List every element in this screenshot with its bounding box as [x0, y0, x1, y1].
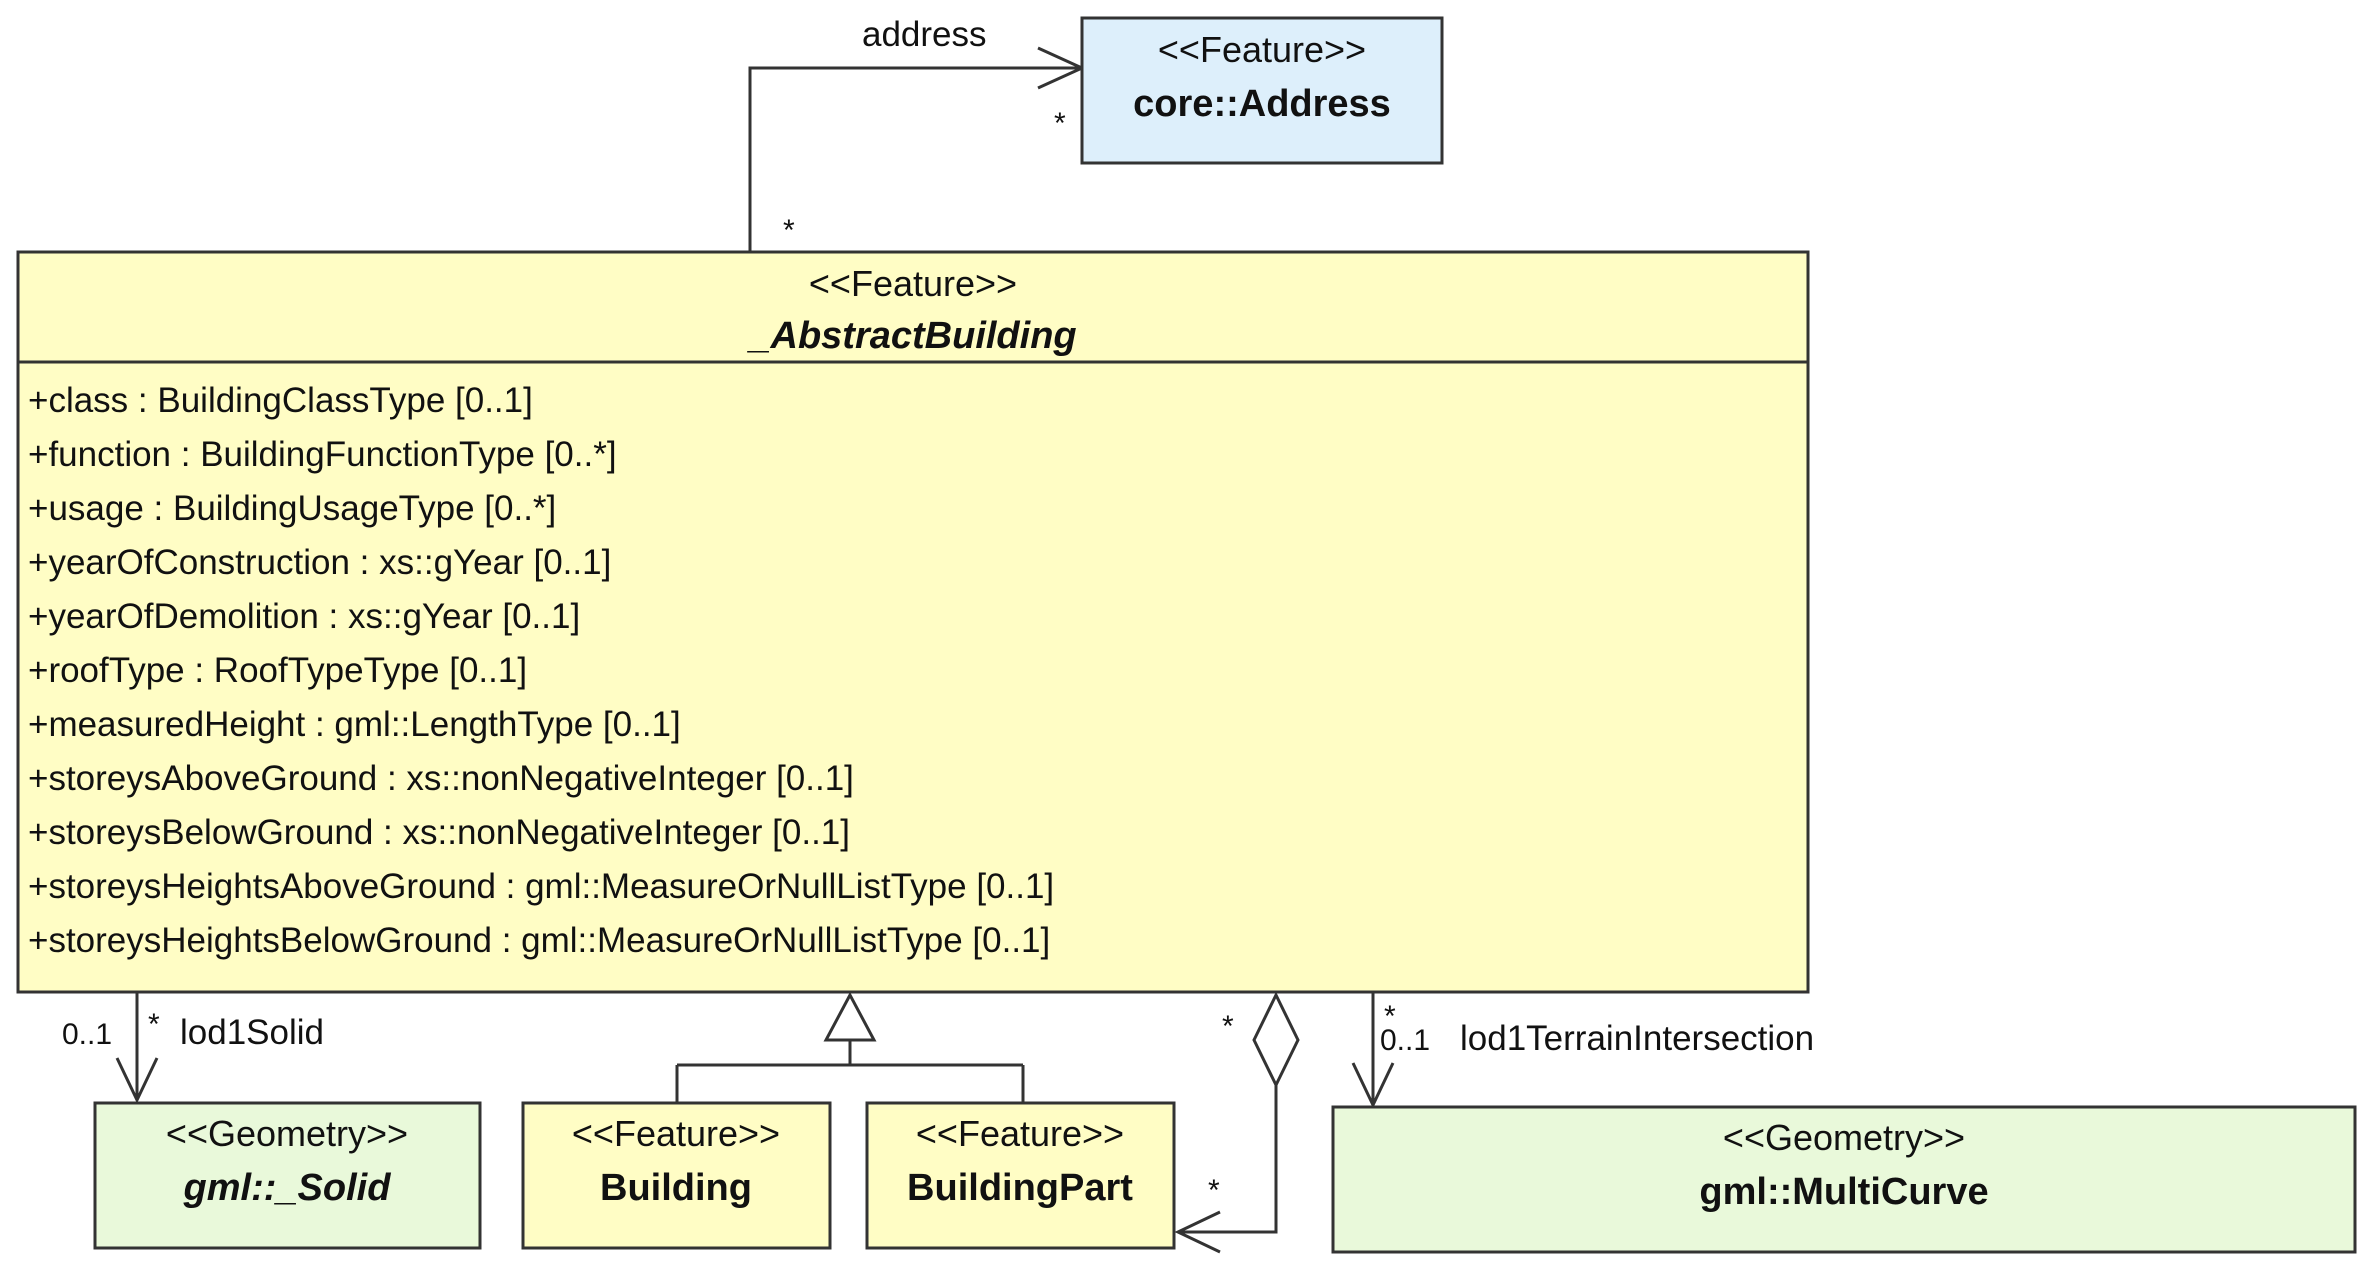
class-building-box: [521, 1101, 832, 1250]
association-consists-of-parts: * *: [1174, 991, 1300, 1254]
association-lod1-solid-source-multiplicity: *: [148, 1008, 160, 1041]
association-lod1-solid-target-multiplicity: 0..1: [62, 1018, 112, 1051]
association-consists-of-parts-line: [1178, 1085, 1278, 1234]
class-building[interactable]: <<Feature>> Building: [521, 1101, 832, 1250]
class-abstract-building-name: _AbstractBuilding: [746, 315, 1076, 357]
class-building-stereotype: <<Feature>>: [572, 1113, 780, 1154]
class-core-address-stereotype: <<Feature>>: [1158, 29, 1366, 70]
attribute-measured-height: +measuredHeight : gml::LengthType [0..1]: [28, 705, 681, 744]
class-abstract-building-stereotype: <<Feature>>: [809, 263, 1017, 304]
class-gml-solid-box: [93, 1101, 482, 1250]
association-consists-of-parts-arrowhead: [1174, 1210, 1221, 1254]
association-lod1-solid: 0..1 * lod1Solid: [62, 992, 324, 1104]
association-lod1-terrain-target-multiplicity: 0..1: [1380, 1024, 1430, 1057]
generalization-triangle-icon: [823, 991, 877, 1042]
association-address-role: address: [862, 15, 987, 54]
association-lod1-terrain-arrowhead: [1351, 1062, 1395, 1109]
class-gml-solid[interactable]: <<Geometry>> gml::_Solid: [93, 1101, 482, 1250]
association-consists-of-parts-source-multiplicity: *: [1222, 1010, 1234, 1043]
class-gml-solid-name: gml::_Solid: [183, 1167, 392, 1209]
attribute-function: +function : BuildingFunctionType [0..*]: [28, 435, 617, 474]
association-lod1-terrain-source-multiplicity: *: [1384, 1000, 1396, 1033]
class-building-part[interactable]: <<Feature>> BuildingPart: [865, 1101, 1176, 1250]
association-address: address * *: [748, 15, 1086, 252]
association-lod1-solid-role: lod1Solid: [180, 1013, 324, 1052]
class-gml-multicurve-stereotype: <<Geometry>>: [1723, 1117, 1965, 1158]
attribute-storeys-below-ground: +storeysBelowGround : xs::nonNegativeInt…: [28, 813, 850, 852]
class-abstract-building-box: [16, 250, 1810, 994]
class-gml-multicurve-name: gml::MultiCurve: [1699, 1171, 1988, 1213]
attribute-storeys-above-ground: +storeysAboveGround : xs::nonNegativeInt…: [28, 759, 854, 798]
class-gml-multicurve-box: [1331, 1105, 2357, 1254]
attribute-year-of-construction: +yearOfConstruction : xs::gYear [0..1]: [28, 543, 611, 582]
class-gml-multicurve[interactable]: <<Geometry>> gml::MultiCurve: [1331, 1105, 2357, 1254]
attribute-storeys-heights-above-ground: +storeysHeightsAboveGround : gml::Measur…: [28, 867, 1054, 906]
class-core-address[interactable]: <<Feature>> core::Address: [1080, 16, 1444, 165]
class-building-part-name: BuildingPart: [907, 1167, 1133, 1209]
attribute-class: +class : BuildingClassType [0..1]: [28, 381, 533, 420]
association-address-source-multiplicity: *: [783, 214, 795, 247]
class-building-part-stereotype: <<Feature>>: [916, 1113, 1124, 1154]
class-abstract-building-attributes: +class : BuildingClassType [0..1] +funct…: [28, 381, 1054, 960]
attribute-year-of-demolition: +yearOfDemolition : xs::gYear [0..1]: [28, 597, 580, 636]
generalization: [675, 991, 1025, 1103]
class-core-address-box: [1080, 16, 1444, 165]
attribute-storeys-heights-below-ground: +storeysHeightsBelowGround : gml::Measur…: [28, 921, 1050, 960]
association-lod1-terrain-intersection: * 0..1 lod1TerrainIntersection: [1351, 992, 1814, 1109]
association-address-line: [748, 66, 1082, 252]
class-core-address-name: core::Address: [1133, 83, 1391, 125]
association-consists-of-parts-target-multiplicity: *: [1208, 1174, 1220, 1207]
class-abstract-building[interactable]: <<Feature>> _AbstractBuilding +class : B…: [16, 250, 1810, 994]
association-address-target-multiplicity: *: [1054, 107, 1066, 140]
attribute-roof-type: +roofType : RoofTypeType [0..1]: [28, 651, 527, 690]
class-building-part-box: [865, 1101, 1176, 1250]
attribute-usage: +usage : BuildingUsageType [0..*]: [28, 489, 556, 528]
association-lod1-solid-arrowhead: [115, 1057, 159, 1104]
aggregation-diamond-icon: [1252, 991, 1300, 1089]
association-lod1-terrain-role: lod1TerrainIntersection: [1460, 1019, 1814, 1058]
class-building-name: Building: [600, 1167, 752, 1209]
class-gml-solid-stereotype: <<Geometry>>: [166, 1113, 408, 1154]
